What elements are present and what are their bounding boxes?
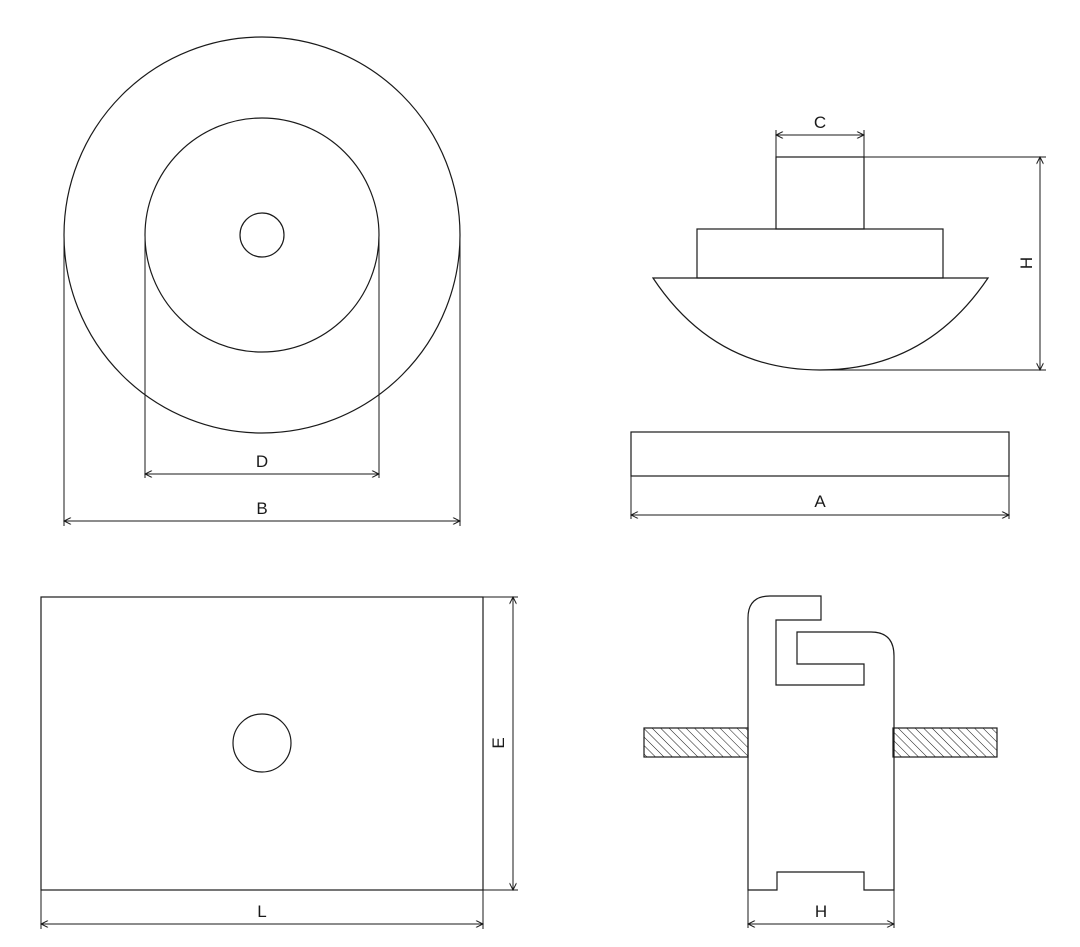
outer-circle (63, 36, 461, 434)
middle-step (696, 228, 944, 279)
top-boss (775, 156, 865, 230)
hatched-panel-right (892, 727, 998, 758)
bar-view: A (630, 431, 1010, 519)
c-label: C (814, 113, 826, 132)
clip-body-outline (747, 595, 895, 891)
plate-view: E L (41, 597, 518, 929)
e-label: E (489, 737, 508, 748)
hatched-panel-left (643, 727, 749, 758)
plate-hole (232, 713, 292, 773)
b-label: B (256, 499, 267, 518)
side-view: C H (651, 113, 1046, 371)
a-label: A (814, 492, 826, 511)
center-hole (239, 212, 285, 258)
h-bottom-label: H (815, 902, 827, 921)
inner-circle (144, 117, 380, 353)
dome-base (651, 277, 990, 371)
flat-bar (630, 431, 1010, 477)
top-view: D B (63, 36, 461, 526)
clip-section-view: H (643, 595, 998, 928)
h-top-label: H (1017, 257, 1036, 269)
l-label: L (257, 902, 266, 921)
d-label: D (256, 452, 268, 471)
rectangular-plate (40, 596, 484, 891)
